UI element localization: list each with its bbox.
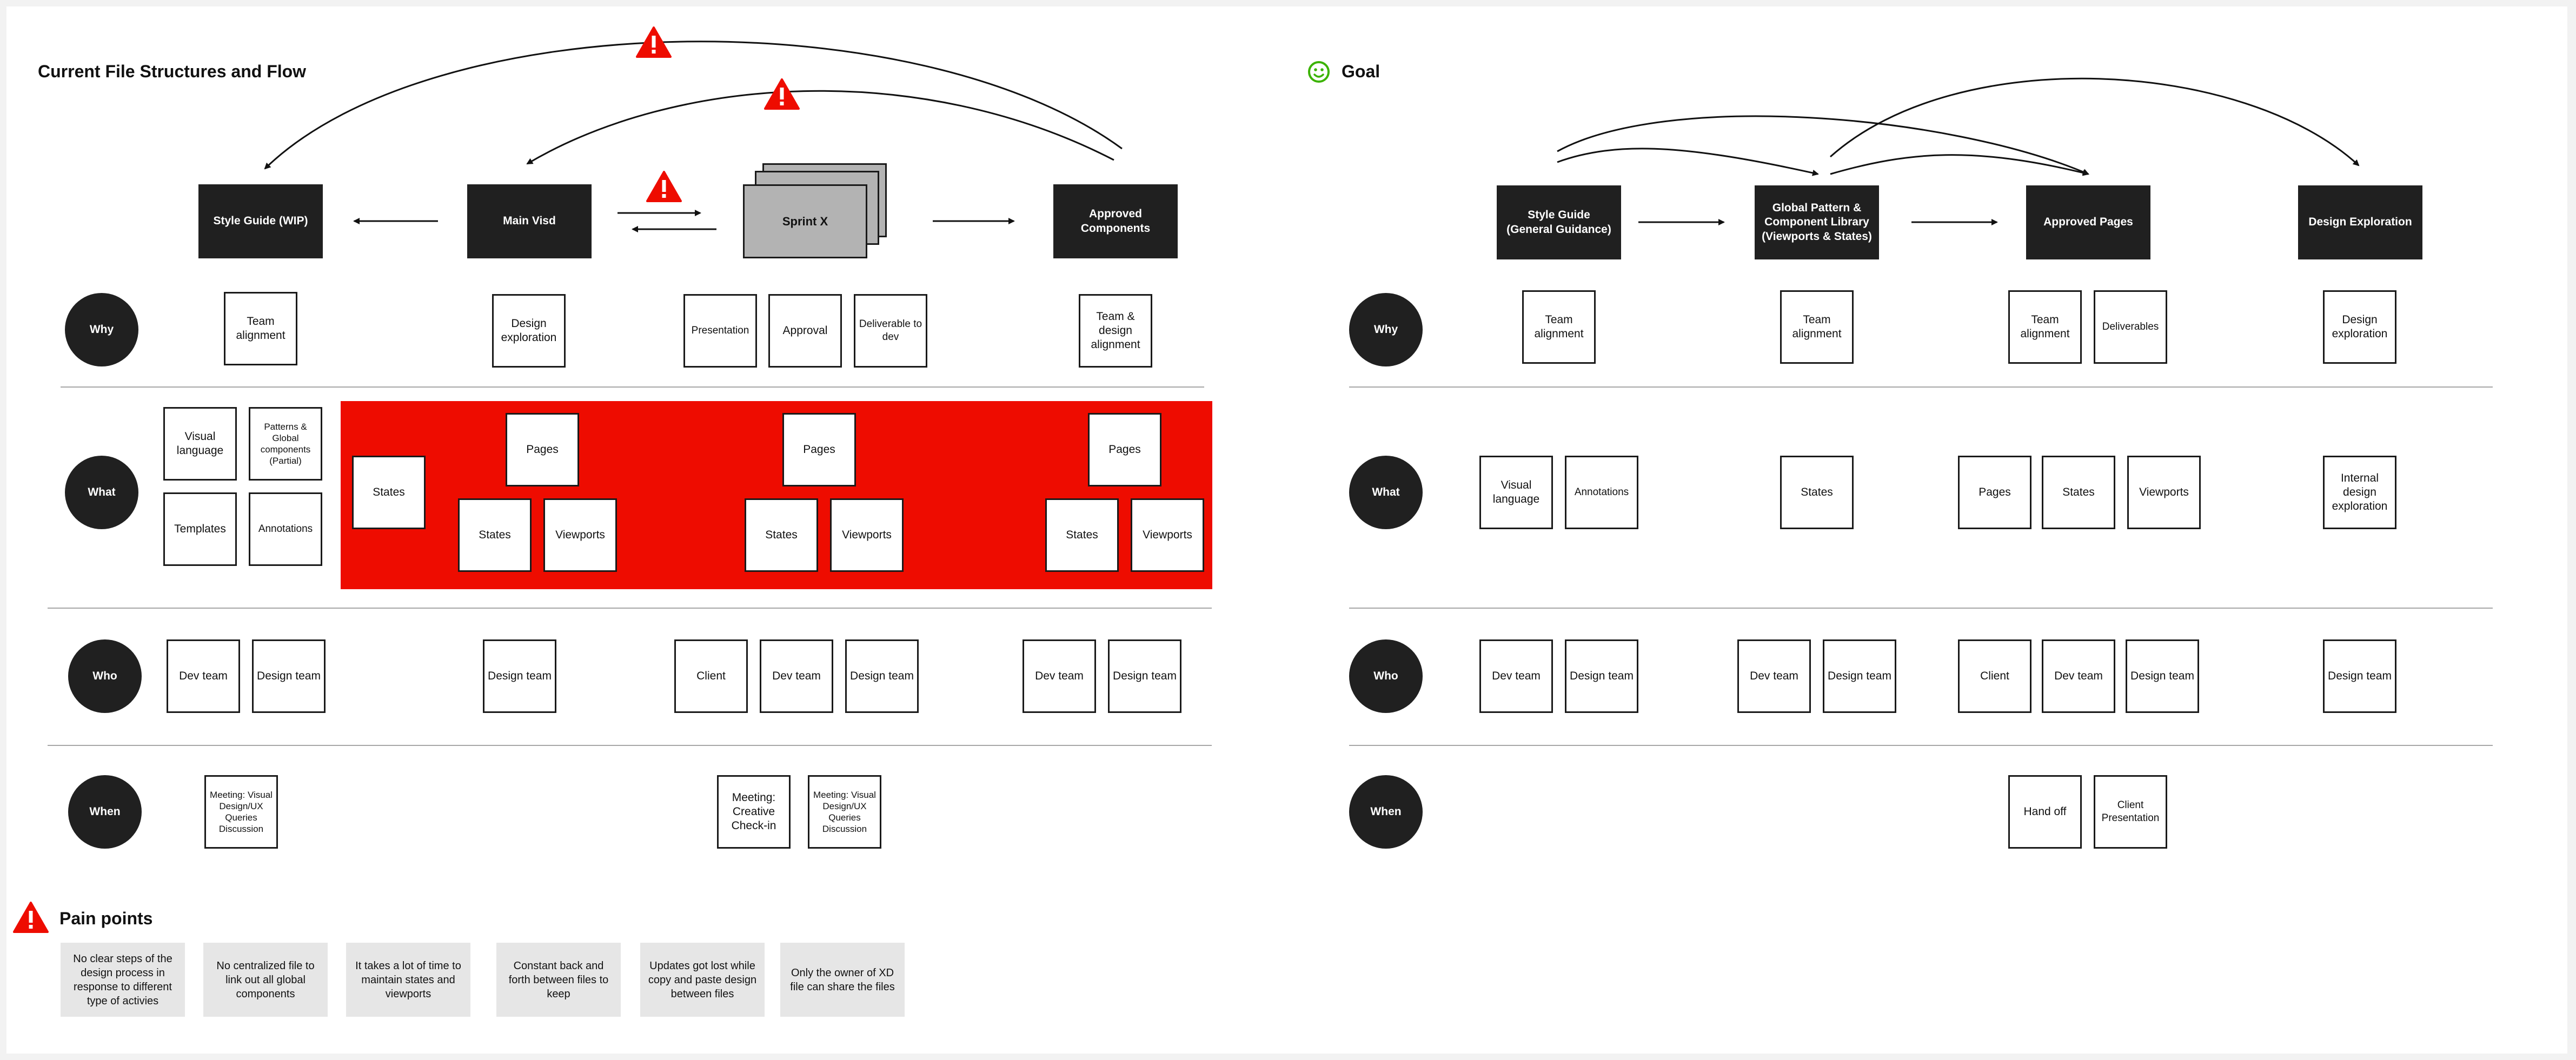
why-team-alignment: Team alignment [2008,290,2082,364]
why-team-alignment: Team alignment [1780,290,1854,364]
who-design-team: Design team [2323,639,2396,713]
what-pages: Pages [782,413,856,486]
pain-point-card: Only the owner of XD file can share the … [780,943,905,1017]
row-divider [48,745,1212,746]
who-client: Client [1958,639,2031,713]
what-states: States [1045,498,1119,572]
header-design-exploration: Design Exploration [2298,185,2422,259]
what-viewports: Viewports [830,498,904,572]
who-dev-team: Dev team [167,639,240,713]
row-label-when: When [68,775,142,849]
when-meeting-visual-design: Meeting: Visual Design/UX Queries Discus… [808,775,881,849]
row-label-who: Who [1349,639,1423,713]
what-states: States [352,456,426,529]
when-meeting-creative-checkin: Meeting: Creative Check-in [717,775,791,849]
who-design-team: Design team [2126,639,2199,713]
header-sprint-x: Sprint X [743,184,867,258]
row-label-when: When [1349,775,1423,849]
why-approval: Approval [768,294,842,368]
what-templates: Templates [163,492,237,566]
row-divider [48,608,1212,609]
row-label-what: What [1349,456,1423,529]
what-states: States [458,498,532,572]
when-meeting-visual-design: Meeting: Visual Design/UX Queries Discus… [204,775,278,849]
why-team-alignment: Team alignment [224,292,297,365]
header-approved-pages: Approved Pages [2026,185,2150,259]
when-client-presentation: Client Presentation [2094,775,2167,849]
pain-point-card: It takes a lot of time to maintain state… [346,943,470,1017]
header-style-guide-general: Style Guide (General Guidance) [1497,185,1621,259]
when-hand-off: Hand off [2008,775,2082,849]
row-label-who: Who [68,639,142,713]
row-divider [1349,386,2493,388]
who-design-team: Design team [483,639,556,713]
who-design-team: Design team [1823,639,1896,713]
row-divider [61,386,1204,388]
what-viewports: Viewports [543,498,617,572]
what-pages: Pages [506,413,579,486]
who-client: Client [674,639,748,713]
pain-points-title: Pain points [59,909,153,928]
header-global-library: Global Pattern & Component Library (View… [1755,185,1879,259]
header-style-guide: Style Guide (WIP) [198,184,323,258]
pain-point-card: Updates got lost while copy and paste de… [640,943,765,1017]
what-visual-language: Visual language [163,407,237,481]
what-annotations: Annotations [249,492,322,566]
why-design-exploration: Design exploration [2323,290,2396,364]
who-dev-team: Dev team [760,639,833,713]
header-approved-components: Approved Components [1053,184,1178,258]
what-patterns-global-components: Patterns & Global components (Partial) [249,407,322,481]
row-label-what: What [65,456,138,529]
what-visual-language: Visual language [1479,456,1553,529]
who-design-team: Design team [252,639,326,713]
who-dev-team: Dev team [1737,639,1811,713]
what-pages: Pages [1958,456,2031,529]
what-internal-design-exploration: Internal design exploration [2323,456,2396,529]
what-viewports: Viewports [1131,498,1204,572]
row-label-why: Why [1349,293,1423,366]
who-dev-team: Dev team [1023,639,1096,713]
row-divider [1349,608,2493,609]
what-states: States [2042,456,2115,529]
who-dev-team: Dev team [2042,639,2115,713]
what-viewports: Viewports [2127,456,2201,529]
why-team-design-alignment: Team & design alignment [1079,294,1152,368]
what-annotations: Annotations [1565,456,1638,529]
why-team-alignment: Team alignment [1522,290,1596,364]
goal-section-title: Goal [1342,62,1380,81]
pain-point-card: Constant back and forth between files to… [496,943,621,1017]
current-section-title: Current File Structures and Flow [38,62,307,81]
why-presentation: Presentation [683,294,757,368]
why-deliverables: Deliverables [2094,290,2167,364]
who-dev-team: Dev team [1479,639,1553,713]
who-design-team: Design team [845,639,919,713]
row-label-why: Why [65,293,138,366]
why-deliverable-to-dev: Deliverable to dev [854,294,927,368]
pain-point-card: No clear steps of the design process in … [61,943,185,1017]
what-states: States [745,498,818,572]
header-main-visd: Main Visd [467,184,592,258]
who-design-team: Design team [1108,639,1181,713]
what-states: States [1780,456,1854,529]
pain-point-card: No centralized file to link out all glob… [203,943,328,1017]
why-design-exploration: Design exploration [492,294,566,368]
who-design-team: Design team [1565,639,1638,713]
row-divider [1349,745,2493,746]
what-pages: Pages [1088,413,1161,486]
